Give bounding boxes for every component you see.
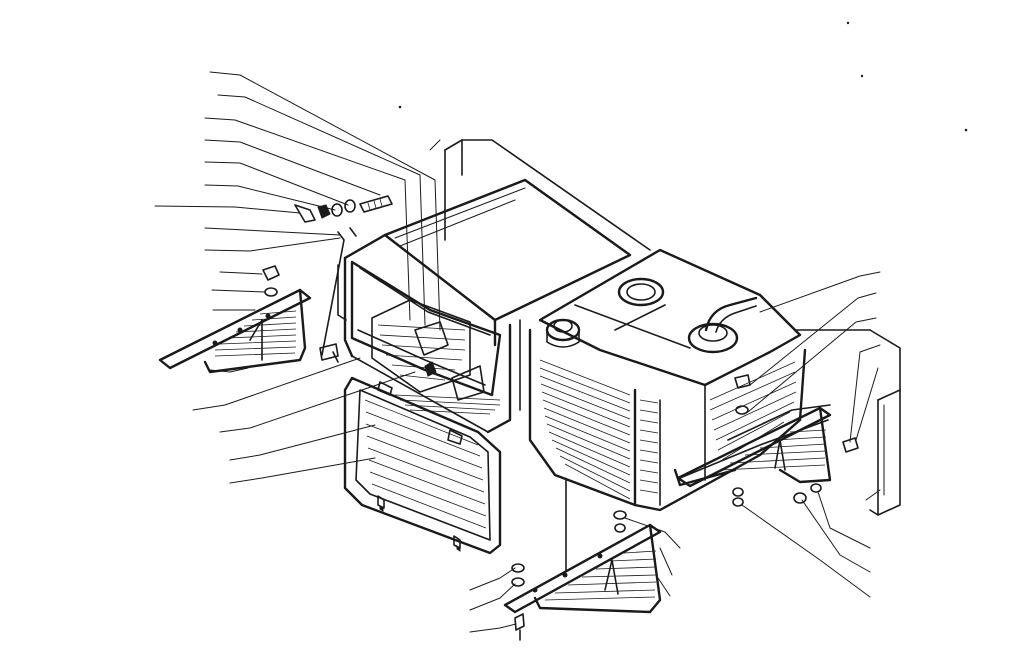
scan-specks <box>398 21 968 132</box>
mounting-brackets <box>158 288 832 614</box>
frame-member <box>429 139 901 516</box>
callout-leaders-bottom <box>469 477 681 633</box>
battery-box <box>337 178 632 434</box>
callout-leaders-left <box>154 71 441 484</box>
battery-box-cover <box>343 376 502 555</box>
callout-leaders-right <box>741 271 881 598</box>
fuel-outlet <box>687 296 758 354</box>
fuel-tank <box>528 248 807 512</box>
fuel-filler-cap <box>545 318 581 348</box>
